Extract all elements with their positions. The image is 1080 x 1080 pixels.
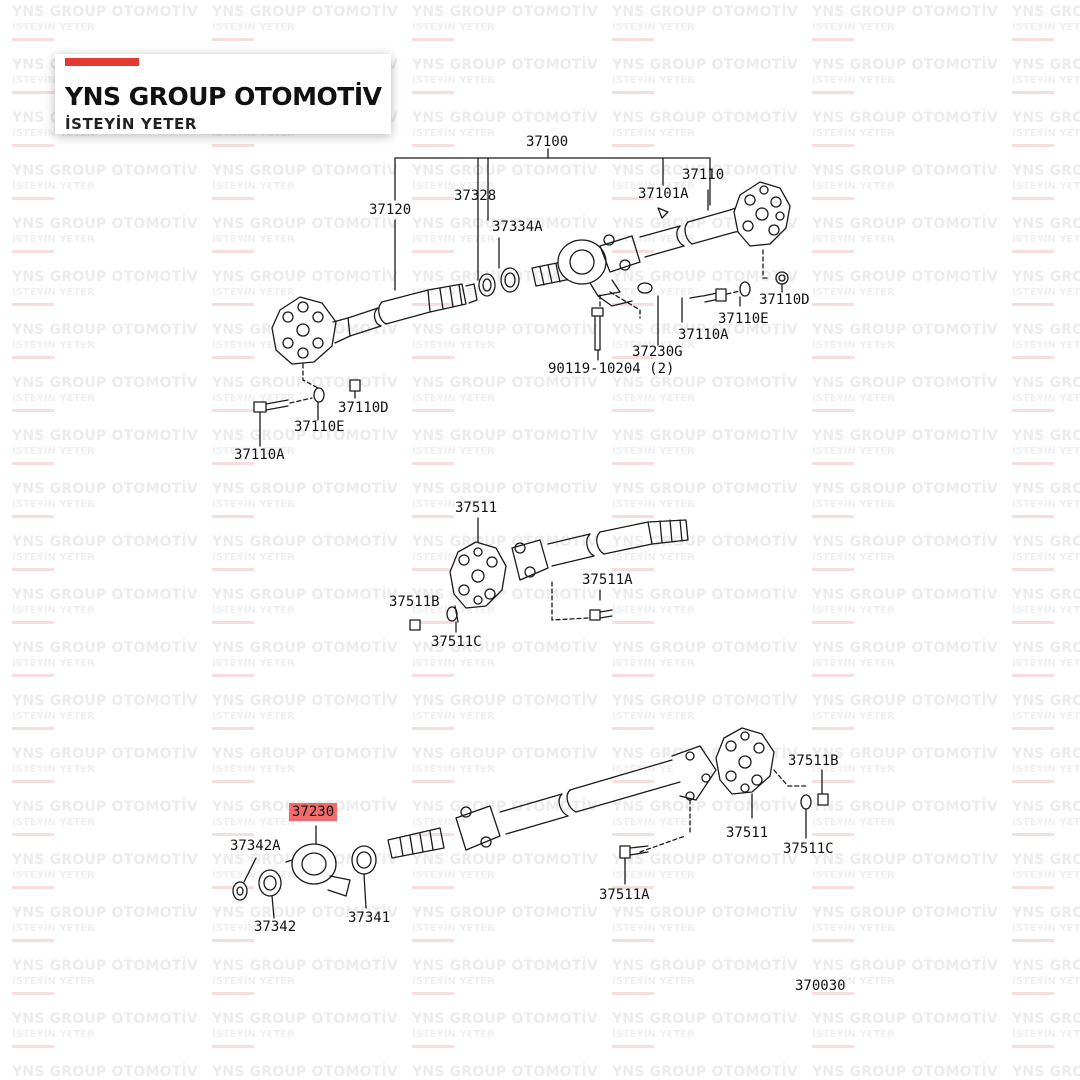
part-label: 37511C xyxy=(431,634,482,650)
part-label: 37100 xyxy=(526,134,569,150)
part-label: 37110A xyxy=(678,327,729,343)
part-label: 37110D xyxy=(338,400,389,416)
part-label: 37341 xyxy=(348,910,391,926)
part-label: 90119-10204 (2) xyxy=(548,361,675,377)
highlighted-part-label[interactable]: 37230 xyxy=(289,803,338,821)
part-label: 37334A xyxy=(492,219,543,235)
brand-card: YNS GROUP OTOMOTİV İSTEYİN YETER xyxy=(55,54,391,134)
rear-flex-coupling xyxy=(733,181,791,247)
propeller-shaft-assembly xyxy=(253,148,791,447)
center-bearing-37230 xyxy=(285,843,351,897)
center-bearing-top xyxy=(557,239,633,307)
part-label: 37511C xyxy=(783,841,834,857)
part-label: 37110D xyxy=(759,292,810,308)
rear-shaft-with-center-bearing xyxy=(232,727,829,919)
part-label: 37511 xyxy=(455,500,498,516)
rear-flex-coupling-2 xyxy=(715,727,775,795)
part-label: 37511A xyxy=(582,572,633,588)
part-label: 37120 xyxy=(369,202,412,218)
intermediate-shaft xyxy=(409,517,689,633)
part-label: 37110E xyxy=(294,419,345,435)
front-flex-coupling xyxy=(271,296,351,365)
part-label: 37511 xyxy=(726,825,769,841)
part-label: 37511B xyxy=(788,753,839,769)
part-label: 37511B xyxy=(389,594,440,610)
part-label: 37342A xyxy=(230,838,281,854)
intermediate-flex-coupling xyxy=(449,541,507,609)
brand-accent-bar xyxy=(65,58,139,66)
brand-subtitle: İSTEYİN YETER xyxy=(65,115,198,133)
part-label: 37328 xyxy=(454,188,497,204)
part-label: 37342 xyxy=(254,919,297,935)
part-label: 37110A xyxy=(234,447,285,463)
part-label: 37101A xyxy=(638,186,689,202)
brand-title: YNS GROUP OTOMOTİV xyxy=(65,82,382,111)
part-label: 37110E xyxy=(718,311,769,327)
figure-id: 370030 xyxy=(795,978,846,994)
part-label: 37511A xyxy=(599,887,650,903)
part-label: 37230G xyxy=(632,344,683,360)
part-label: 37110 xyxy=(682,167,725,183)
